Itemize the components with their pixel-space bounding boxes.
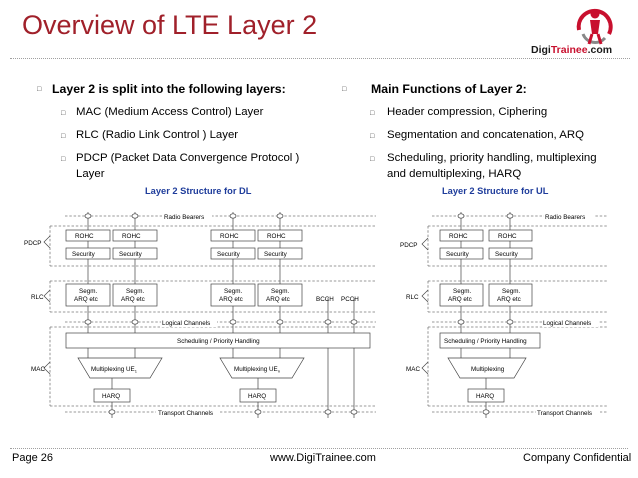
ul-scheduling-box (439, 332, 541, 349)
segm-label: Segm. (271, 288, 289, 295)
ul-transport-channels-label: Transport Channels (537, 410, 592, 417)
svg-text:Multiplexing UEn: Multiplexing UEn (234, 366, 280, 374)
left-item-rlc: RLC (Radio Link Control ) Layer (76, 129, 239, 141)
bullet-icon: □ (342, 86, 347, 93)
ul-mux-label: Multiplexing (471, 366, 505, 373)
bullet-icon: □ (61, 156, 66, 163)
dl-rlc-boxes: Segm. ARQ etc Segm. ARQ etc Segm. ARQ et… (65, 283, 359, 307)
dl-mux1-label: Multiplexing UE (91, 366, 135, 373)
segm-label: Segm. (453, 288, 471, 295)
dl-pdcp-label: PDCP (24, 240, 42, 247)
footer-confidential: Company Confidential (523, 452, 632, 464)
security-box-label: Security (264, 251, 288, 258)
security-box-label: Security (119, 251, 143, 258)
dl-rlc-label: RLC (31, 294, 44, 301)
dl-transport-channels-label: Transport Channels (158, 410, 213, 417)
security-box-label: Security (446, 251, 470, 258)
right-heading: Main Functions of Layer 2: (371, 82, 527, 96)
ul-rlc-boxes: Segm. ARQ etc Segm. ARQ etc (439, 283, 533, 307)
ul-multiplexing (447, 357, 527, 379)
digitrainee-logo-wordmark: DigiTrainee.com (531, 44, 613, 56)
digitrainee-logo-icon (576, 8, 613, 45)
dl-mux2-label: Multiplexing UE (234, 366, 278, 373)
left-item-mac: MAC (Medium Access Control) Layer (76, 106, 264, 118)
ul-pdcp-label: PDCP (400, 242, 418, 249)
bullet-icon: □ (37, 86, 42, 93)
security-box-label: Security (217, 251, 241, 258)
dl-harq-label: HARQ (248, 393, 266, 400)
rohc-box-label: ROHC (220, 233, 239, 240)
page-number: Page 26 (12, 452, 53, 464)
dl-scheduling-label: Scheduling / Priority Handling (177, 338, 260, 345)
ul-pdcp-boxes: ROHC ROHC Security Security (439, 229, 533, 260)
ul-mac-label: MAC (406, 366, 420, 373)
bullet-icon: □ (370, 110, 375, 117)
footer-divider (10, 448, 628, 449)
dl-multiplexing-uen (219, 357, 305, 379)
rohc-box-label: ROHC (122, 233, 141, 240)
ul-rlc-label: RLC (406, 294, 419, 301)
ul-diagram-title: Layer 2 Structure for UL (442, 186, 549, 196)
right-item-scheduling: Scheduling, priority handling, multiplex… (387, 152, 597, 164)
segm-label: Segm. (79, 288, 97, 295)
ul-harq-label: HARQ (476, 393, 494, 400)
left-heading: Layer 2 is split into the following laye… (52, 82, 286, 96)
pcch-label: PCCH (341, 296, 359, 303)
bullet-icon: □ (61, 133, 66, 140)
dl-logical-channels-label: Logical Channels (162, 320, 210, 327)
arq-label: ARQ etc (74, 296, 98, 303)
arq-label: ARQ etc (266, 296, 290, 303)
layer2-structure-diagrams: .dash { stroke:#7a7a7a; stroke-width:0.8… (24, 211, 608, 418)
dl-mux2-sub: n (278, 369, 280, 374)
dl-radio-bearers-label: Radio Bearers (164, 214, 204, 221)
dl-harq-box (239, 388, 277, 403)
dl-harq-label: HARQ (102, 393, 120, 400)
dl-pdcp-boxes: ROHC ROHC ROHC ROHC Security Security Se… (65, 229, 303, 260)
dl-multiplexing-ue1 (77, 357, 163, 379)
rohc-box-label: ROHC (267, 233, 286, 240)
ul-scheduling-label: Scheduling / Priority Handling (444, 338, 527, 345)
segm-label: Segm. (126, 288, 144, 295)
right-item-header-compression: Header compression, Ciphering (387, 106, 548, 118)
arq-label: ARQ etc (448, 296, 472, 303)
svg-text:Multiplexing UE1: Multiplexing UE1 (91, 366, 138, 374)
dl-mux1-sub: 1 (135, 369, 138, 374)
bullet-icon: □ (370, 156, 375, 163)
dl-harq-box (93, 388, 131, 403)
security-box-label: Security (495, 251, 519, 258)
rohc-box-label: ROHC (75, 233, 94, 240)
right-item-scheduling-cont: and demultiplexing, HARQ (387, 168, 522, 180)
right-item-segmentation: Segmentation and concatenation, ARQ (387, 129, 584, 141)
ul-logical-channels-label: Logical Channels (543, 320, 591, 327)
bcch-label: BCCH (316, 296, 334, 303)
segm-label: Segm. (502, 288, 520, 295)
security-box-label: Security (72, 251, 96, 258)
left-item-pdcp: PDCP (Packet Data Convergence Protocol ) (76, 152, 300, 164)
page-title: Overview of LTE Layer 2 (22, 10, 318, 40)
left-item-pdcp-cont: Layer (76, 168, 105, 180)
dl-diagram-title: Layer 2 Structure for DL (145, 186, 252, 196)
footer-url[interactable]: www.DigiTrainee.com (270, 452, 376, 464)
ul-radio-bearers-label: Radio Bearers (545, 214, 585, 221)
rohc-box-label: ROHC (449, 233, 468, 240)
arq-label: ARQ etc (497, 296, 521, 303)
arq-label: ARQ etc (121, 296, 145, 303)
bullet-icon: □ (370, 133, 375, 140)
ul-diagram: Radio Bearers Logical Channels Transport… (400, 211, 608, 418)
ul-harq-box (467, 388, 505, 403)
bullet-icon: □ (61, 110, 66, 117)
title-divider (10, 58, 630, 59)
dl-mac-label: MAC (31, 366, 45, 373)
dl-diagram: Radio Bearers Logical Channels Transport… (24, 211, 376, 418)
dl-scheduling-box (65, 332, 371, 349)
arq-label: ARQ etc (219, 296, 243, 303)
rohc-box-label: ROHC (498, 233, 517, 240)
segm-label: Segm. (224, 288, 242, 295)
